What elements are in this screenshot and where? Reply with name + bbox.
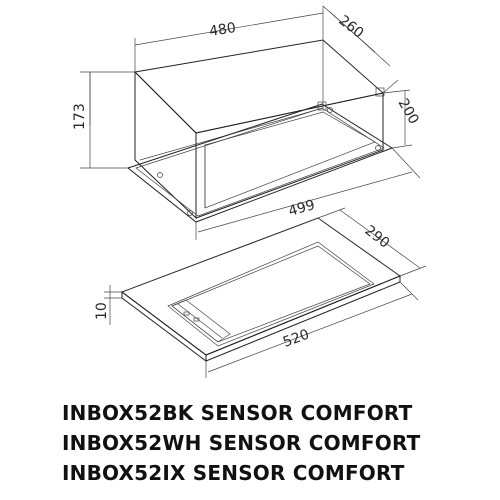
glass-panel <box>120 217 402 362</box>
dimension-lines-lower <box>104 207 427 378</box>
model-name-ix: INBOX52IX SENSOR COMFORT <box>62 461 405 485</box>
model-list: INBOX52BK SENSOR COMFORT INBOX52WH SENSO… <box>62 398 492 488</box>
model-name-wh: INBOX52WH SENSOR COMFORT <box>62 431 421 455</box>
dim-260-label: 260 <box>336 13 367 42</box>
dim-10-label: 10 <box>94 302 110 320</box>
dim-200-label: 200 <box>395 96 422 127</box>
dimension-lines-upper <box>80 5 421 240</box>
dim-499-label: 499 <box>287 197 317 220</box>
technical-drawing: 480 260 200 173 499 290 10 520 <box>72 5 427 378</box>
housing-box <box>126 39 394 223</box>
model-name-bk: INBOX52BK SENSOR COMFORT <box>62 401 413 425</box>
dim-290-label: 290 <box>362 223 393 252</box>
dim-520-label: 520 <box>281 327 312 351</box>
dim-173-label: 173 <box>72 103 88 130</box>
dim-480-label: 480 <box>208 20 237 40</box>
